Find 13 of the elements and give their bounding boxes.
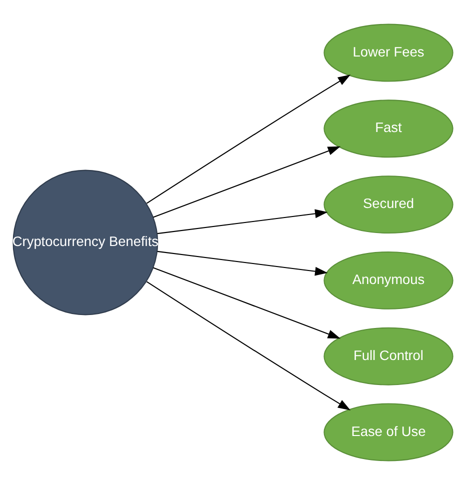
node-ellipse: Fast: [323, 100, 453, 158]
arrow: [156, 250, 328, 276]
node-ellipse: Ease of Use: [323, 403, 453, 462]
node-circle: Cryptocurrency Benefits: [12, 170, 158, 316]
arrow: [156, 209, 328, 234]
arrow: [152, 146, 340, 218]
node-ellipse: Secured: [323, 176, 453, 234]
node-ellipse: Anonymous: [323, 251, 453, 310]
arrow: [146, 281, 350, 410]
node-ellipse: Lower Fees: [323, 24, 453, 82]
arrow: [152, 267, 340, 339]
arrow: [146, 74, 350, 204]
node-ellipse: Full Control: [323, 327, 453, 386]
